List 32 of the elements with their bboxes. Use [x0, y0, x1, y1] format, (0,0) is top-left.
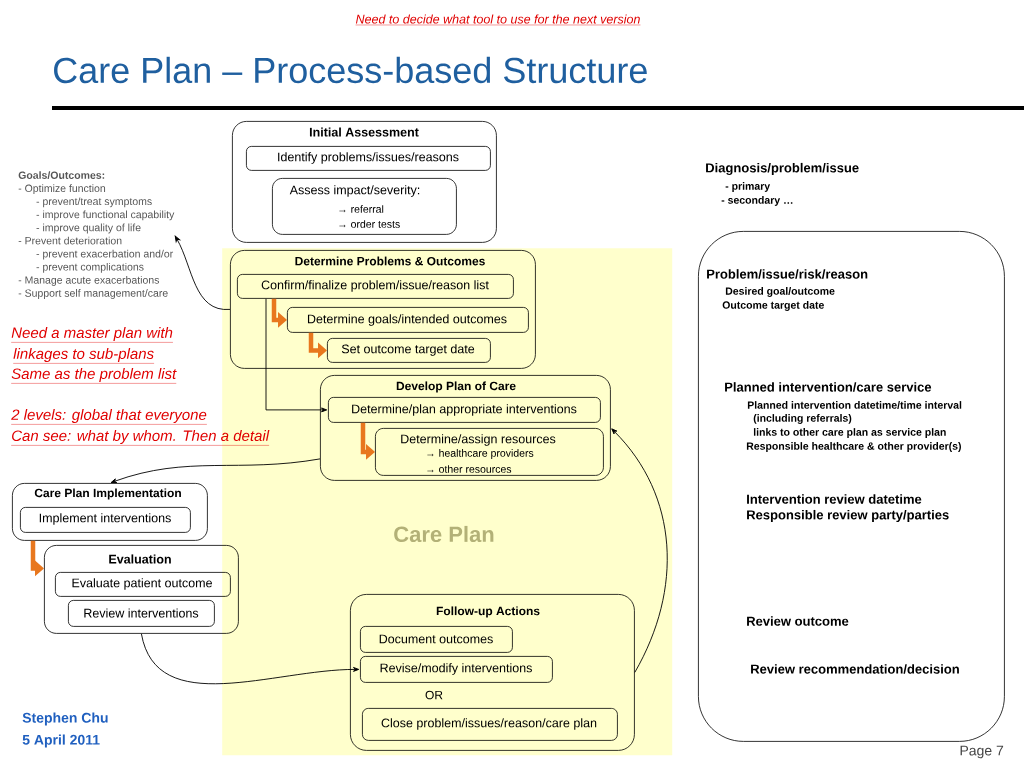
note: Need to decide what tool to use for the next version: [355, 14, 641, 26]
field-item: - secondary …: [721, 196, 793, 206]
bent-arrow: [265, 298, 328, 413]
curved-arrow: [174, 235, 231, 310]
field-heading: Diagnosis/problem/issue: [706, 162, 859, 176]
curved-arrow: [140, 633, 360, 685]
note: Same as the problem list: [11, 368, 177, 384]
step-box: Determine/plan appropriate interventions: [328, 397, 601, 423]
author-name: Stephen Chu: [22, 712, 108, 726]
record-panel: Problem/issue/risk/reason Desired goal/outcome Outcome target date Planned intervention/care service Planned intervention datetime/time interval (including referrals) links to other care plan as service plan Responsible healthcare & other provider(s) Intervention review datetime Responsible review party/parties Review outcome Review recommendation/decision: [698, 231, 1005, 742]
date: 5 April 2011: [22, 734, 100, 748]
note: Can see: what by whom. Then a detail: [11, 430, 270, 446]
step-box: Implement interventions: [20, 507, 191, 533]
step-box: Review interventions: [68, 600, 215, 627]
step-box: Determine goals/intended outcomes: [287, 307, 529, 333]
goals-list: Goals/Outcomes: - Optimize function - prevent/treat symptoms - improve functional capability - improve quality of life - Prevent deterioration - prevent exacerbation and/or - prevent complications - Manage acute exacerbations - Support self management/care: [18, 171, 175, 299]
title: Care Plan – Process-based Structure: [54, 56, 647, 84]
step-box: Revise/modify interventions: [360, 656, 553, 683]
step-box: Assess impact/severity: → referral → order tests: [272, 178, 457, 235]
step-box: Close problem/issues/reason/care plan: [362, 708, 618, 741]
curved-arrow: [611, 428, 668, 673]
step-box: Set outcome target date: [327, 338, 491, 363]
step-box: Determine/assign resources → healthcare providers → other resources: [375, 428, 604, 476]
step-box: Document outcomes: [360, 626, 513, 653]
field-item: - primary: [725, 182, 771, 192]
step-box: Identify problems/issues/reasons: [246, 146, 491, 171]
step-box: Evaluate patient outcome: [55, 572, 231, 597]
note: Need a master plan with: [11, 327, 174, 343]
step-box: Confirm/finalize problem/issue/reason list: [237, 274, 514, 299]
note: 2 levels: global that everyone: [11, 409, 208, 425]
note: linkages to sub-plans: [13, 348, 155, 364]
curved-arrow: [110, 458, 321, 484]
